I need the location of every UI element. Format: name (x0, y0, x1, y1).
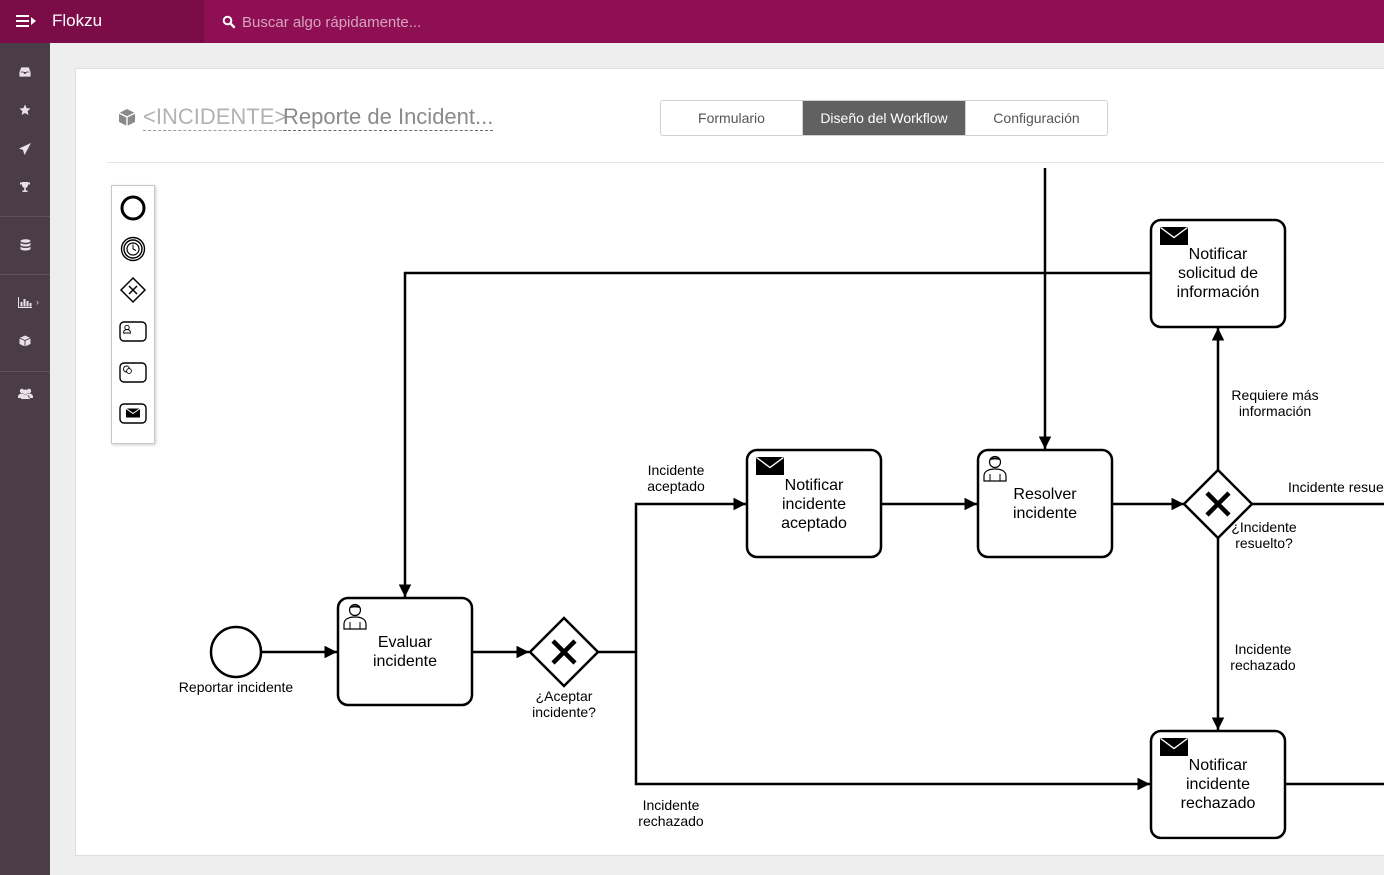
process-cube-icon (118, 109, 136, 126)
chevron-right-icon: › (36, 297, 39, 307)
task-label-line: solicitud de (1178, 265, 1258, 282)
menu-toggle-icon[interactable] (16, 13, 38, 29)
task-resolver-incidente[interactable]: Resolver incidente (978, 450, 1112, 557)
process-code[interactable]: <INCIDENTE> (143, 104, 288, 131)
start-event[interactable] (211, 627, 261, 677)
tab-formulario[interactable]: Formulario (661, 101, 803, 135)
envelope-icon (1160, 227, 1188, 245)
sidebar-item-reports[interactable]: › (0, 284, 50, 320)
gateway-tool[interactable] (117, 274, 149, 306)
timer-event-tool[interactable] (117, 233, 149, 265)
task-label-line: Notificar (785, 477, 844, 494)
service-task-tool[interactable] (117, 356, 149, 388)
task-label-line: incidente (1186, 776, 1250, 793)
tab-configuracion[interactable]: Configuración (965, 101, 1107, 135)
start-event-tool[interactable] (117, 192, 149, 224)
bpmn-palette (111, 185, 155, 444)
task-notificar-solicitud-informacion[interactable]: Notificar solicitud de información (1151, 220, 1285, 327)
inbox-icon (19, 67, 31, 77)
bar-chart-icon (18, 296, 32, 308)
sidebar-item-processes[interactable] (0, 323, 50, 359)
envelope-icon (1160, 738, 1188, 756)
search-input[interactable] (242, 9, 702, 35)
task-label-line: incidente (1013, 505, 1077, 522)
trophy-icon (20, 182, 30, 192)
editor-tabs: Formulario Diseño del Workflow Configura… (660, 100, 1108, 136)
user-task-tool[interactable] (117, 315, 149, 347)
search-bar (222, 9, 722, 35)
gateway-aceptar-incidente[interactable] (530, 618, 598, 686)
envelope-icon (756, 457, 784, 475)
sidebar: › (0, 43, 50, 875)
cube-icon (19, 335, 31, 347)
task-label-line: aceptado (781, 515, 847, 532)
app-title: Flokzu (52, 11, 103, 30)
search-icon (222, 15, 236, 29)
task-label-line: Resolver (1013, 486, 1077, 503)
task-label-line: incidente (373, 653, 437, 670)
users-icon (17, 388, 33, 399)
task-evaluar-incidente[interactable]: Evaluar incidente (338, 598, 472, 705)
header-divider (107, 162, 1384, 163)
sidebar-item-favorites[interactable] (0, 92, 50, 128)
top-bar: Flokzu (0, 0, 1384, 43)
sidebar-item-users[interactable] (0, 375, 50, 411)
task-notificar-incidente-aceptado[interactable]: Notificar incidente aceptado (747, 450, 881, 557)
sidebar-item-inbox[interactable] (0, 54, 50, 90)
send-icon (19, 143, 31, 155)
task-label-line: Notificar (1189, 246, 1248, 263)
process-name[interactable]: Reporte de Incident... (283, 104, 494, 131)
task-label-line: información (1177, 284, 1260, 301)
task-label-line: incidente (782, 496, 846, 513)
brand-area: Flokzu (0, 0, 204, 43)
task-label-line: Notificar (1189, 757, 1248, 774)
sidebar-item-send[interactable] (0, 131, 50, 167)
gateway-incidente-resuelto[interactable] (1184, 470, 1252, 538)
task-label-line: rechazado (1181, 795, 1256, 812)
tab-diseno-workflow[interactable]: Diseño del Workflow (803, 101, 965, 135)
mail-task-tool[interactable] (117, 397, 149, 429)
database-icon (20, 239, 30, 251)
star-icon (19, 104, 31, 115)
task-label-line: Evaluar (378, 634, 433, 651)
sidebar-item-trophy[interactable] (0, 169, 50, 205)
sidebar-item-database[interactable] (0, 227, 50, 263)
task-notificar-incidente-rechazado[interactable]: Notificar incidente rechazado (1151, 731, 1285, 838)
